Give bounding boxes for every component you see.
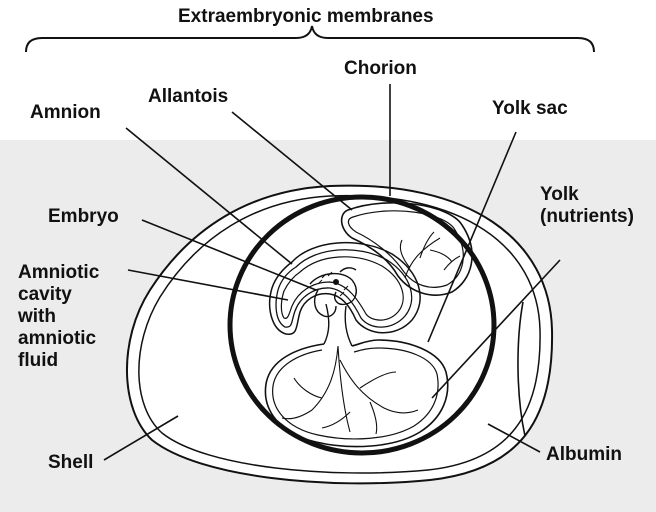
- label-amniotic-cavity: Amniotic cavity with amniotic fluid: [18, 262, 99, 372]
- diagram-title: Extraembryonic membranes: [178, 6, 434, 28]
- label-yolk-sac: Yolk sac: [492, 98, 568, 120]
- label-shell: Shell: [48, 452, 93, 474]
- label-amnion: Amnion: [30, 102, 101, 124]
- label-embryo: Embryo: [48, 206, 119, 228]
- label-albumin: Albumin: [546, 444, 622, 466]
- label-yolk: Yolk (nutrients): [540, 184, 634, 228]
- embryo-eye: [333, 279, 339, 285]
- membranes-bracket: [26, 26, 594, 52]
- label-chorion: Chorion: [344, 58, 417, 80]
- label-allantois: Allantois: [148, 86, 228, 108]
